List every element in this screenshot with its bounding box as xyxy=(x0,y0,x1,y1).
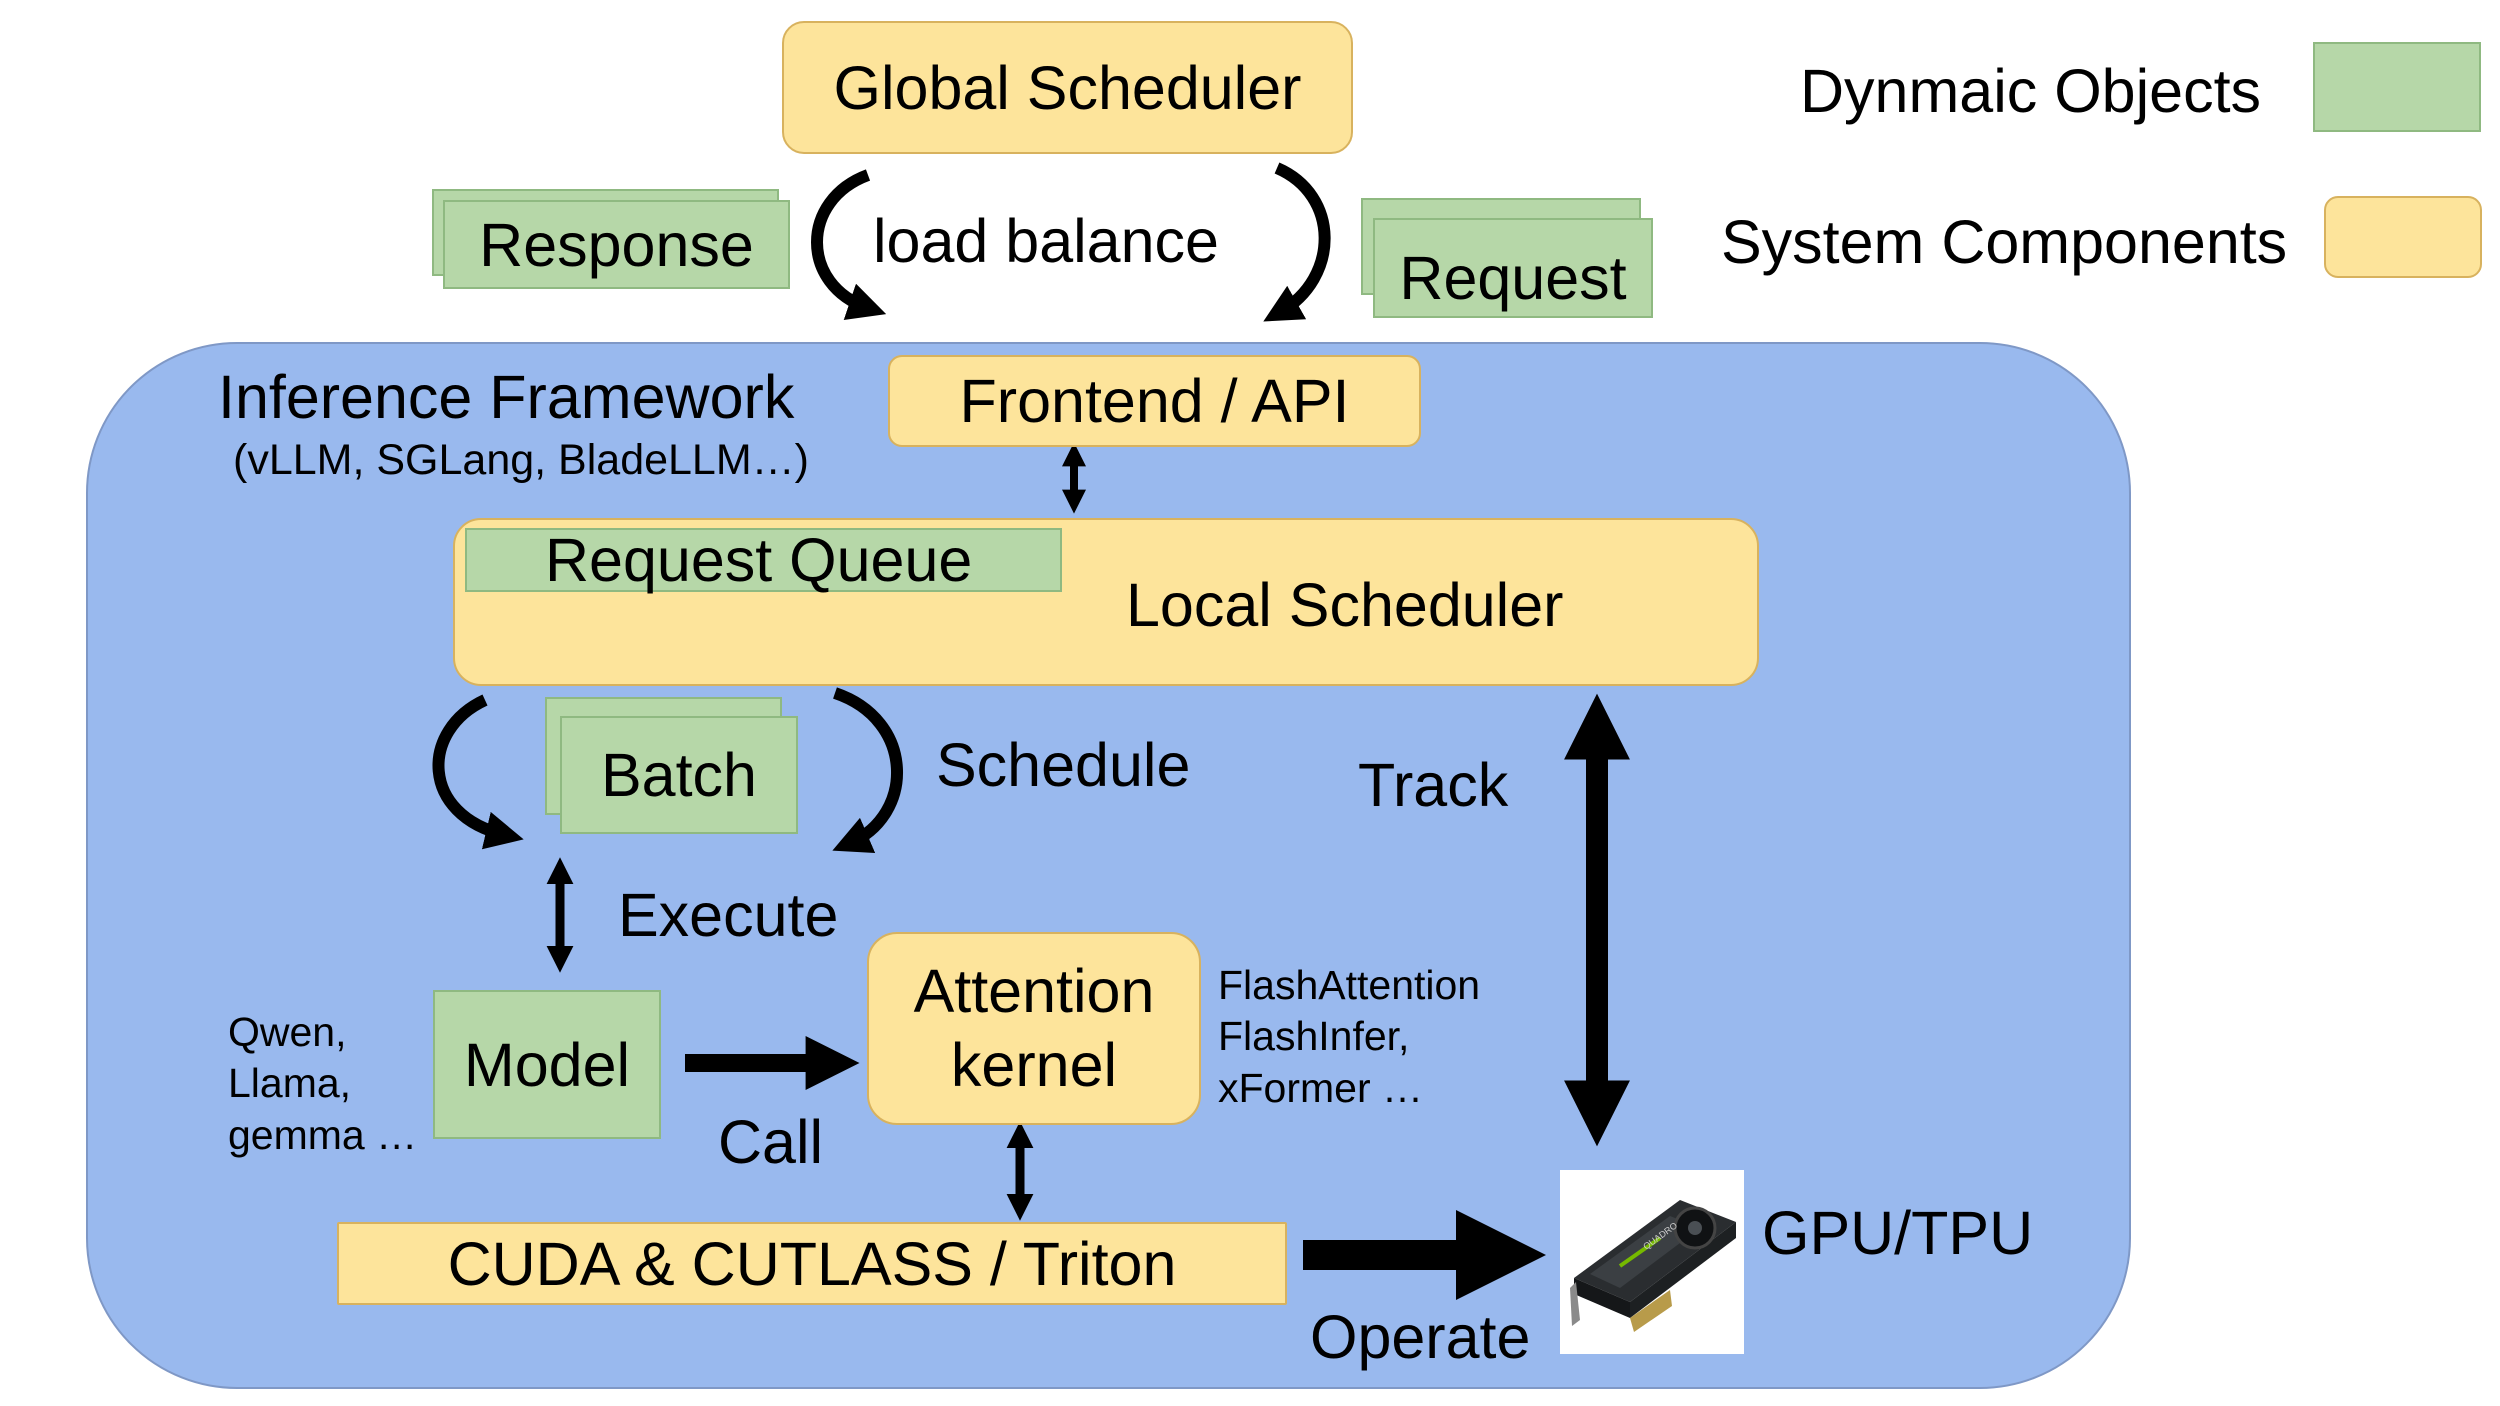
batch-box: Batch xyxy=(560,716,798,834)
request-queue-box: Request Queue xyxy=(465,526,1062,594)
call-label: Call xyxy=(718,1108,824,1176)
legend-system-components-label: System Components xyxy=(1721,208,2288,276)
model-examples: Qwen, Llama, gemma … xyxy=(228,1009,418,1158)
local-scheduler-label: Local Scheduler xyxy=(1126,571,1564,639)
global-scheduler-box: Global Scheduler xyxy=(782,21,1353,154)
response-box: Response xyxy=(443,200,790,289)
model-box: Model xyxy=(433,990,661,1139)
schedule-right-arrow xyxy=(832,687,903,854)
gpu-tpu-label: GPU/TPU xyxy=(1762,1199,2034,1267)
load-balance-label: load balance xyxy=(873,207,1219,275)
gpu-card-image: QUADRO xyxy=(1560,1170,1744,1354)
operate-label: Operate xyxy=(1310,1303,1531,1371)
frontend-api-box: Frontend / API xyxy=(888,355,1421,447)
load-balance-right-arrow xyxy=(1263,162,1331,322)
legend-dynamic-objects-swatch xyxy=(2313,42,2481,132)
schedule-left-arrow xyxy=(432,694,524,850)
legend-dynamic-objects-label: Dynmaic Objects xyxy=(1800,57,2262,125)
load-balance-left-arrow xyxy=(811,169,887,321)
schedule-label: Schedule xyxy=(936,731,1191,799)
execute-label: Execute xyxy=(618,881,839,949)
cuda-cutlass-triton-box: CUDA & CUTLASS / Triton xyxy=(337,1222,1287,1305)
framework-title: Inference Framework xyxy=(218,363,795,431)
attention-kernel-box: Attention kernel xyxy=(867,932,1201,1125)
kernel-examples: FlashAttention FlashInfer, xFormer … xyxy=(1218,962,1481,1111)
track-label: Track xyxy=(1358,751,1509,819)
request-box: Request xyxy=(1373,218,1653,318)
legend-system-components-swatch xyxy=(2324,196,2482,278)
framework-subtitle: (vLLM, SGLang, BladeLLM…) xyxy=(233,436,809,484)
